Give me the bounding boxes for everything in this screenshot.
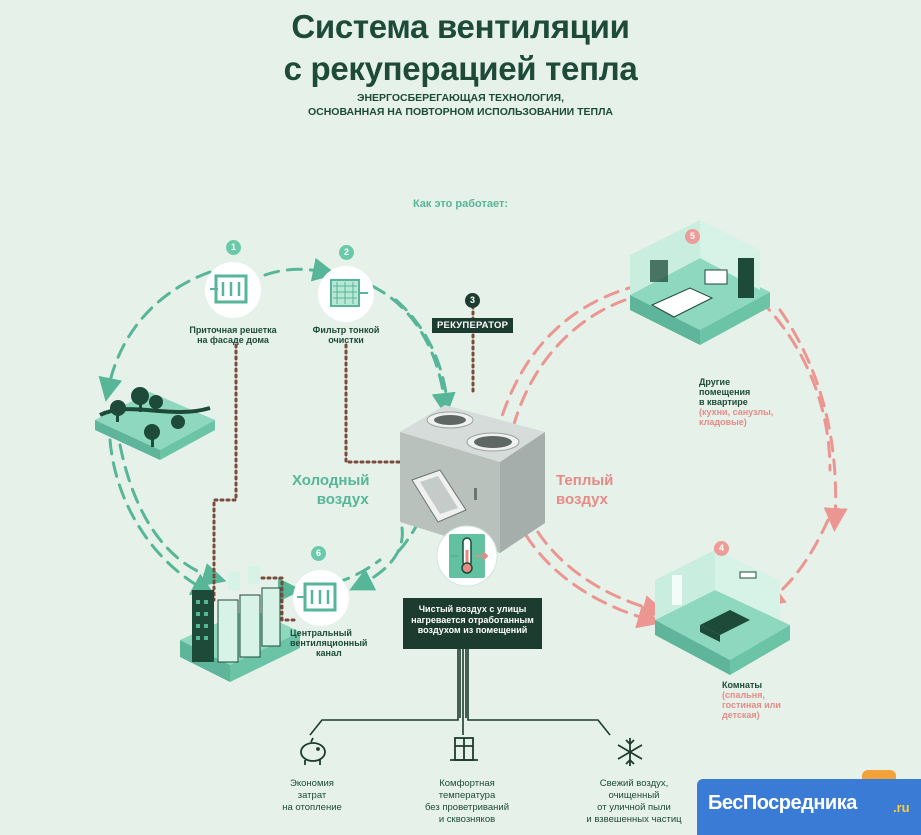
step-1-label: Приточная решетка на фасаде дома — [178, 325, 288, 345]
step-5-label-line-2: помещения — [699, 387, 751, 397]
benefit-fresh-air-line-3: от уличной пыли — [597, 802, 671, 813]
warm-air-loop — [486, 283, 848, 629]
step-2-label: Фильтр тонкой очистки — [300, 325, 392, 345]
kitchen-illustration — [630, 220, 770, 345]
step-3-badge: 3 — [465, 293, 480, 308]
page-subtitle: ЭНЕРГОСБЕРЕГАЮЩАЯ ТЕХНОЛОГИЯ, ОСНОВАННАЯ… — [0, 91, 921, 119]
benefit-connector — [309, 649, 611, 736]
step-4-label-line-3: гостиная или — [722, 700, 781, 710]
central-channel-grille-icon — [293, 570, 349, 626]
step-5-label-line-4: (кухни, санузлы, — [699, 407, 774, 417]
title-line-2: с рекуперацией тепла — [283, 50, 638, 87]
bedroom-illustration — [655, 550, 790, 675]
step-5-label-line-3: в квартире — [699, 397, 748, 407]
step-5-badge: 5 — [685, 229, 700, 244]
step-1-label-line-1: Приточная решетка — [189, 325, 277, 335]
cold-air-label: Холодный воздух — [292, 471, 370, 509]
subtitle-line-1: ЭНЕРГОСБЕРЕГАЮЩАЯ ТЕХНОЛОГИЯ, — [356, 92, 565, 104]
brand-banner[interactable] — [697, 779, 921, 835]
step-5-label-line-1: Другие — [699, 377, 731, 387]
recuperator-unit — [400, 405, 545, 553]
benefit-comfort-line-3: без проветриваний — [424, 802, 510, 813]
benefit-comfort-line-4: и сквозняков — [438, 814, 496, 825]
cold-air-line-1: Холодный — [292, 472, 370, 489]
step-4-label-line-1: Комнаты — [722, 680, 763, 690]
benefit-fresh-air-line-4: и взвешенных частиц — [586, 814, 682, 825]
title-line-1: Система вентиляции — [291, 8, 630, 45]
warm-air-line-2: воздух — [556, 491, 609, 508]
step-1-label-line-2: на фасаде дома — [197, 335, 269, 345]
subtitle-line-2: ОСНОВАННАЯ НА ПОВТОРНОМ ИСПОЛЬЗОВАНИИ ТЕ… — [307, 106, 614, 118]
benefit-savings-line-2: затрат — [297, 790, 327, 801]
step-6-label-line-2: вентиляционный — [290, 638, 368, 648]
step-2-badge: 2 — [339, 245, 354, 260]
step-6-badge: 6 — [311, 546, 326, 561]
cold-air-line-2: воздух — [316, 491, 369, 508]
step-5-label: Другие помещения в квартире (кухни, сану… — [699, 377, 809, 427]
warm-air-label: Теплый воздух — [556, 471, 613, 509]
step-4-label-line-2: (спальня, — [722, 690, 765, 700]
page-title: Система вентиляции с рекуперацией тепла — [0, 6, 921, 90]
grille-icon — [205, 262, 261, 318]
recuperator-tag: РЕКУПЕРАТОР — [432, 318, 514, 333]
piggy-bank-icon — [300, 737, 326, 765]
step-5-label-line-5: кладовые) — [699, 417, 747, 427]
step-6-label-line-1: Центральный — [290, 628, 352, 638]
building-illustration — [180, 566, 300, 682]
heat-exchange-note: Чистый воздух с улицы нагревается отрабо… — [403, 598, 542, 649]
brand-tld[interactable]: .ru — [893, 800, 910, 815]
benefit-comfort-line-2: температура — [438, 790, 496, 801]
how-it-works-heading: Как это работает: — [412, 198, 509, 210]
note-line-3: воздухом из помещений — [417, 625, 528, 635]
benefit-fresh-air-line-2: очищенный — [608, 790, 660, 801]
note-line-2: нагревается отработанным — [411, 614, 534, 625]
benefit-savings: Экономия затрат на отопление — [262, 778, 362, 814]
filter-icon — [318, 266, 374, 322]
benefit-fresh-air: Свежий воздух, очищенный от уличной пыли… — [578, 778, 690, 826]
brand-name[interactable]: БесПосредника — [708, 792, 857, 814]
note-line-1: Чистый воздух с улицы — [418, 604, 527, 614]
forest-illustration — [95, 387, 215, 460]
step-2-label-line-2: очистки — [328, 335, 364, 345]
step-4-label-line-4: детская) — [722, 710, 760, 720]
step-6-label: Центральный вентиляционный канал — [290, 628, 390, 658]
step-4-label: Комнаты (спальня, гостиная или детская) — [722, 680, 822, 720]
benefit-comfort: Комфортная температура без проветриваний… — [412, 778, 522, 826]
thermometer-icon — [436, 525, 498, 587]
warm-air-line-1: Теплый — [556, 472, 614, 489]
benefit-fresh-air-line-1: Свежий воздух, — [599, 778, 669, 789]
snowflake-icon — [617, 738, 643, 766]
window-icon — [450, 737, 478, 761]
benefit-savings-line-3: на отопление — [282, 802, 342, 813]
step-1-badge: 1 — [226, 240, 241, 255]
cold-air-loop — [98, 257, 456, 603]
benefit-comfort-line-1: Комфортная — [439, 778, 495, 789]
step-4-badge: 4 — [714, 541, 729, 556]
step-6-label-line-3: канал — [316, 648, 342, 658]
step-2-label-line-1: Фильтр тонкой — [312, 325, 380, 335]
benefit-savings-line-1: Экономия — [290, 778, 334, 789]
